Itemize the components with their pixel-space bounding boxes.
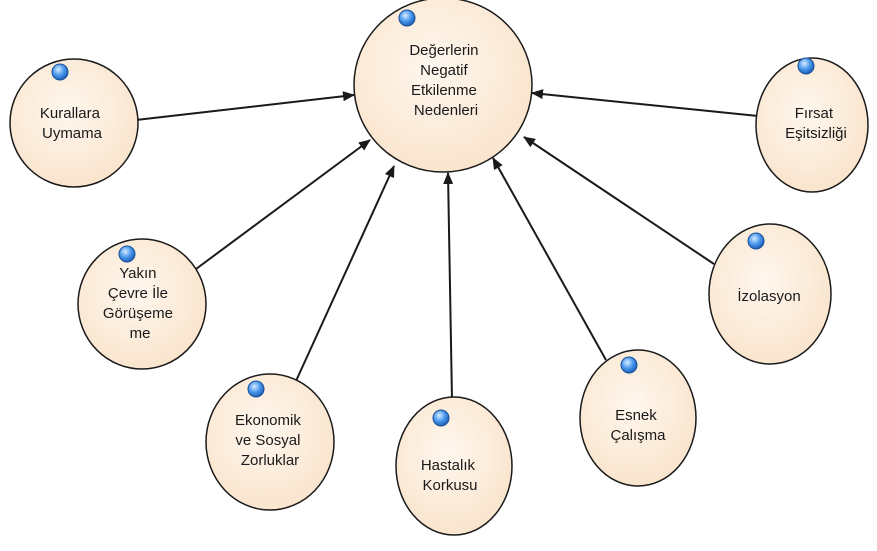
firsat-label-line-1: Fırsat — [795, 105, 834, 122]
use-case-marker-icon — [118, 245, 136, 263]
svg-text:Ekonomik ve Sosyal: Ekonomik ve Sosyal Zorluklar — [235, 412, 305, 469]
use-case-marker-icon — [51, 63, 69, 81]
node-center[interactable]: Değerlerin Negatif Etkilenme Nedenleri — [353, 0, 533, 173]
node-kurallara-uymama[interactable]: Kurallara Uymama — [9, 58, 139, 188]
kurallara-label-line-2: Uymama — [42, 125, 103, 142]
node-firsat-esitsizligi[interactable]: Fırsat Eşitsizliği — [755, 57, 869, 193]
center-label-line-4: Nedenleri — [414, 102, 478, 119]
izolasyon-label-line-1: İzolasyon — [737, 287, 800, 305]
center-label-line-1: Değerlerin — [409, 42, 478, 59]
center-label-line-2: Negatif — [420, 62, 468, 79]
hastalik-label-line-2: Korkusu — [422, 477, 477, 494]
ekonomik-oval — [205, 373, 335, 511]
ekonomik-label-line-2: ve Sosyal — [235, 432, 300, 449]
edge-firsat-to-center — [531, 89, 759, 117]
use-case-marker-icon — [797, 57, 815, 75]
use-case-marker-icon — [620, 356, 638, 374]
edge-hastalik-to-center — [443, 172, 454, 401]
edge-ekonomik-to-center — [295, 165, 395, 382]
firsat-label-line-2: Eşitsizliği — [785, 125, 847, 142]
edge-kurallara-to-center — [135, 91, 355, 121]
node-izolasyon[interactable]: İzolasyon — [708, 223, 832, 365]
svg-text:İzolasyon: İzolasyon — [737, 287, 800, 305]
svg-text:Değerlerin Negatif: Değerlerin Negatif Etkilenme Nedenleri — [409, 42, 482, 119]
firsat-oval — [755, 57, 869, 193]
izolasyon-oval — [708, 223, 832, 365]
kurallara-label-line-1: Kurallara — [40, 105, 101, 122]
esnek-label-line-2: Çalışma — [610, 427, 666, 444]
esnek-oval — [579, 349, 697, 487]
yakin-label-line-3: Görüşeme — [103, 305, 173, 322]
use-case-marker-icon — [247, 380, 265, 398]
ekonomik-label-line-3: Zorluklar — [241, 452, 299, 469]
yakin-label-line-4: me — [130, 325, 151, 342]
yakin-oval — [77, 238, 207, 370]
edges — [135, 89, 759, 401]
edge-yakin-to-center — [195, 139, 371, 270]
edge-esnek-to-center — [492, 157, 607, 361]
node-ekonomik-sosyal[interactable]: Ekonomik ve Sosyal Zorluklar — [205, 373, 335, 511]
hastalik-label-line-1: Hastalık — [421, 457, 476, 474]
svg-text:Esnek Çalışma: Esnek Çalışma — [610, 407, 666, 444]
yakin-label-line-2: Çevre İle — [108, 284, 168, 302]
yakin-label-line-1: Yakın — [119, 265, 156, 282]
node-hastalik-korkusu[interactable]: Hastalık Korkusu — [395, 396, 513, 536]
hastalik-oval — [395, 396, 513, 536]
edge-izolasyon-to-center — [523, 136, 715, 265]
svg-text:Kurallara Uymama: Kurallara Uymama — [40, 105, 104, 142]
svg-text:Fırsat Eşitsizliği: Fırsat Eşitsizliği — [785, 105, 847, 142]
use-case-marker-icon — [398, 9, 416, 27]
node-esnek-calisma[interactable]: Esnek Çalışma — [579, 349, 697, 487]
use-case-marker-icon — [432, 409, 450, 427]
use-case-marker-icon — [747, 232, 765, 250]
svg-text:Hastalık Korkusu: Hastalık Korkusu — [421, 457, 479, 494]
node-yakin-cevre[interactable]: Yakın Çevre İle Görüşeme me — [77, 238, 207, 370]
esnek-label-line-1: Esnek — [615, 407, 657, 424]
kurallara-oval — [9, 58, 139, 188]
ekonomik-label-line-1: Ekonomik — [235, 412, 301, 429]
center-label-line-3: Etkilenme — [411, 82, 477, 99]
svg-text:Yakın Çevre İle Gö: Yakın Çevre İle Görüşeme me — [103, 265, 177, 342]
center-oval — [353, 0, 533, 173]
